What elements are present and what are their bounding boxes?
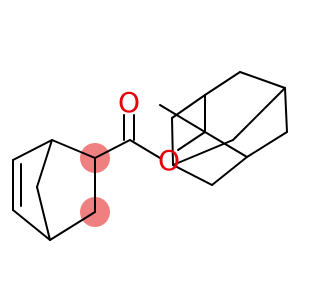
bond-ch2-top-ch-right bbox=[239, 71, 286, 89]
bond-ch-left-ch2-left bbox=[171, 117, 174, 166]
bond-ch-right-ch2-right bbox=[284, 87, 288, 133]
bond-c2-carbonyl bbox=[94, 139, 131, 159]
bond-c1-c2 bbox=[51, 139, 96, 159]
bond-ch2-right-ch-bottom bbox=[246, 131, 288, 158]
bond-ch-right-cq-back bbox=[232, 87, 286, 141]
bond-bridge-c1-c7 bbox=[36, 139, 53, 188]
bond-ch-bottom-ch2-bottom bbox=[211, 156, 248, 186]
bond-ch2-left-ch-top bbox=[171, 94, 206, 119]
bond-ch-top-ch2-top bbox=[204, 71, 241, 96]
ester-oxygen-label: O bbox=[158, 144, 180, 177]
bond-c4-c5 bbox=[12, 209, 51, 241]
bond-cq-ch-bottom bbox=[204, 131, 248, 158]
bond-bridge-c7-c4 bbox=[36, 186, 51, 241]
bond-c3-c4 bbox=[49, 211, 96, 241]
structure-drawing: O O bbox=[12, 71, 288, 241]
molecule-canvas: O O bbox=[12, 71, 288, 241]
carbonyl-oxygen-label: O bbox=[118, 86, 140, 119]
bond-cq-back-ch-left bbox=[172, 139, 234, 166]
bond-carbonyl-oester bbox=[129, 139, 161, 159]
bond-oester-cq bbox=[177, 131, 206, 151]
bond-c6-c1 bbox=[12, 139, 53, 161]
bond-cq-methyl bbox=[159, 104, 206, 133]
bond-ch2-bottom-ch-left bbox=[172, 164, 213, 186]
